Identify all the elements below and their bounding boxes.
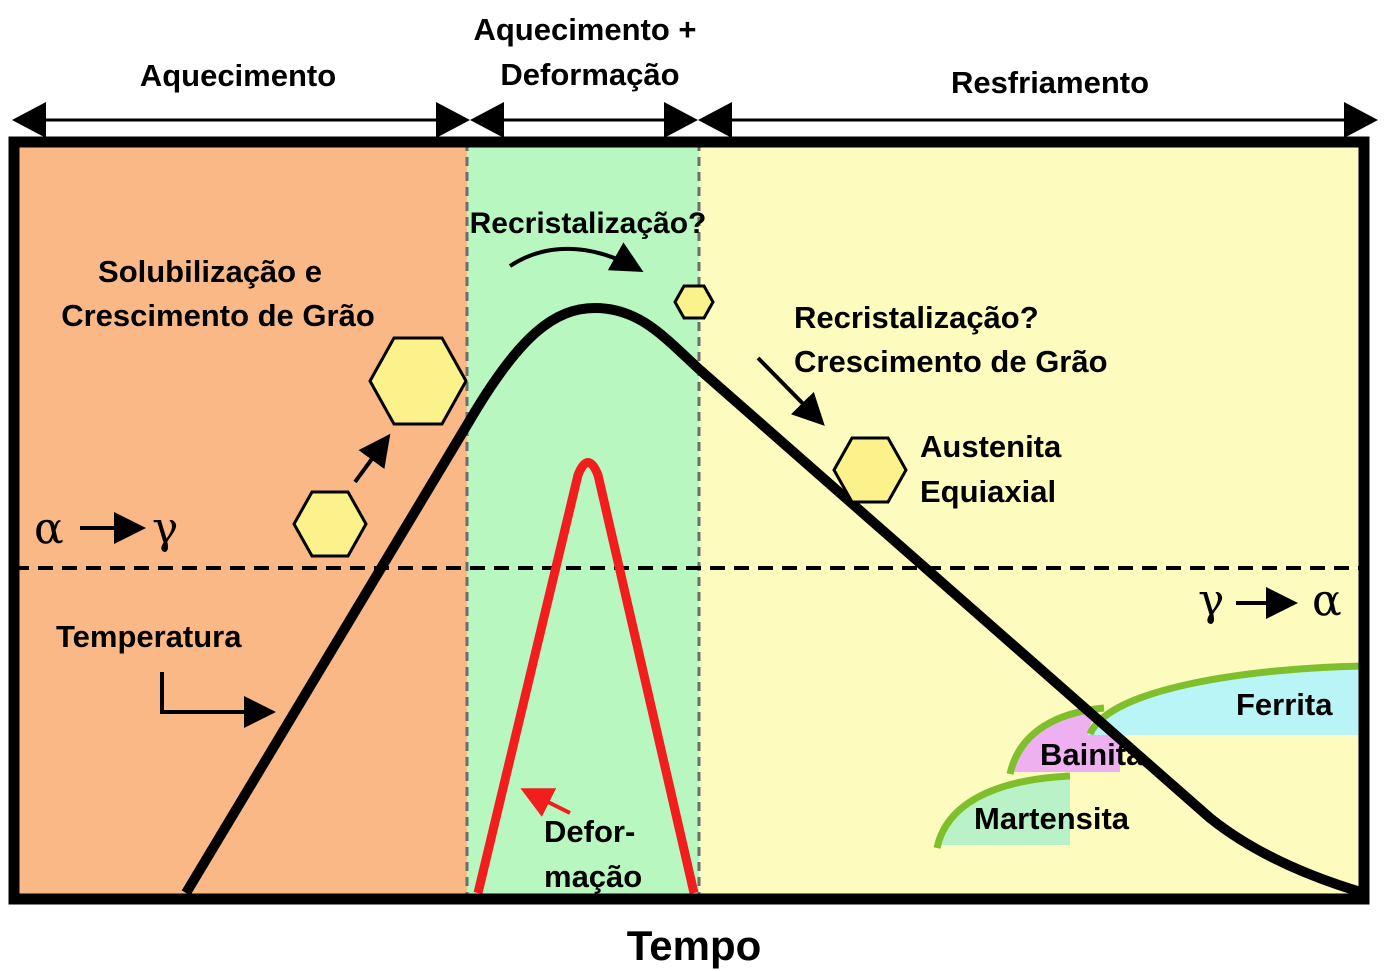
grain-small <box>292 490 368 558</box>
solubilization-label-2: Crescimento de Grão <box>61 298 375 333</box>
recrystallization-top-label: Recristalização? <box>470 207 707 240</box>
deformation-label-2: mação <box>544 859 642 894</box>
phase-label-heating: Aquecimento <box>140 58 336 93</box>
cooling-gamma-symbol: γ <box>1198 575 1224 626</box>
deformation-pointer-arrow <box>520 788 571 817</box>
grain-recrystallized <box>673 284 715 320</box>
martensite-boundary <box>933 772 1071 849</box>
grain-equiaxed <box>832 436 908 504</box>
temperature-pointer-arrow <box>160 672 276 728</box>
ferrite-boundary <box>1086 662 1365 736</box>
phase-label-heating-deformation-2: Deformação <box>500 57 679 92</box>
cooling-zone <box>699 142 1364 899</box>
martensite-region <box>938 776 1070 845</box>
heating-alpha-symbol: α <box>34 503 64 554</box>
temperature-curve <box>181 303 1366 898</box>
deformation-label-1: Defor- <box>544 814 635 849</box>
deformation-curve <box>473 458 699 895</box>
martensite-label: Martensita <box>974 801 1130 836</box>
solubilization-label-1: Solubilização e <box>98 254 322 289</box>
heating-zone <box>14 142 467 899</box>
phase-arrows <box>12 102 1378 138</box>
phase-label-heating-deformation-1: Aquecimento + <box>473 12 696 47</box>
bainite-region <box>1012 710 1120 772</box>
cooling-recrystallization-arrow <box>756 356 825 426</box>
diagram-frame <box>8 136 1370 905</box>
recrystallization-arrow <box>508 242 644 272</box>
ferrite-label: Ferrita <box>1236 687 1333 722</box>
growth-arrow <box>353 433 391 484</box>
cooling-alpha-symbol: α <box>1312 575 1342 626</box>
recrystallization-right-label-1: Recristalização? <box>794 300 1039 335</box>
grain-large <box>368 336 468 426</box>
temperature-label: Temperatura <box>56 619 242 654</box>
x-axis-label: Tempo <box>627 922 762 969</box>
austenite-label-1: Austenita <box>920 429 1062 464</box>
phase-label-cooling: Resfriamento <box>951 65 1149 100</box>
heating-gamma-symbol: γ <box>152 503 178 554</box>
bainite-label: Bainita <box>1040 737 1144 772</box>
ferrite-region <box>1088 666 1364 735</box>
recrystallization-right-label-2: Crescimento de Grão <box>794 344 1108 379</box>
austenite-label-2: Equiaxial <box>920 474 1056 509</box>
